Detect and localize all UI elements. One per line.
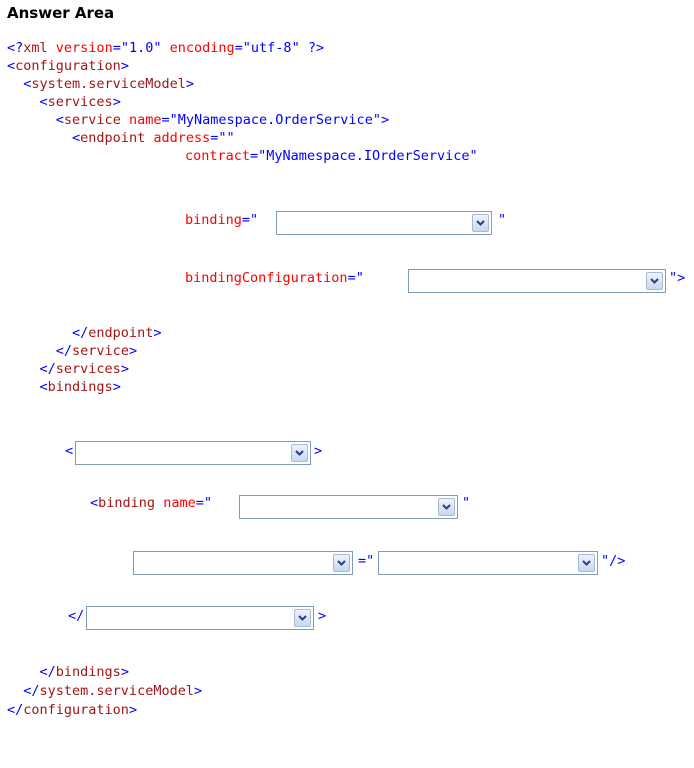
binding-attribute-close-quote: " <box>498 212 507 228</box>
system-servicemodel-close-line: </system.serviceModel> <box>23 683 203 699</box>
binding-type-open-bracket: < <box>65 443 74 459</box>
binding-configuration-attribute-label: bindingConfiguration=" <box>185 270 364 286</box>
configuration-close-line: </configuration> <box>7 702 138 718</box>
binding-type-open-dropdown-button[interactable] <box>291 444 308 462</box>
binding-dropdown-button[interactable] <box>472 214 489 232</box>
chevron-down-icon <box>442 504 451 510</box>
binding-attribute-label: binding=" <box>185 212 259 228</box>
binding-name-dropdown-button[interactable] <box>438 498 455 516</box>
service-close-line: </service> <box>55 343 138 359</box>
chevron-down-icon <box>337 560 346 566</box>
chevron-down-icon <box>582 560 591 566</box>
binding-type-close-close-bracket: > <box>318 608 327 624</box>
binding-self-close: "/> <box>601 553 626 569</box>
binding-configuration-dropdown-button[interactable] <box>646 272 663 290</box>
contract-attribute-line: contract="MyNamespace.IOrderService" <box>185 148 478 164</box>
binding-type-close-open-bracket: </ <box>68 608 85 624</box>
binding-type-close-dropdown-button[interactable] <box>294 609 311 627</box>
endpoint-open-line: <endpoint address="" <box>72 130 235 146</box>
service-open-line: <service name="MyNamespace.OrderService"… <box>55 112 390 128</box>
binding-configuration-dropdown[interactable] <box>408 269 666 293</box>
services-close-line: </services> <box>39 361 129 377</box>
setting-equals: =" <box>358 553 375 569</box>
system-servicemodel-open-line: <system.serviceModel> <box>23 76 194 92</box>
answer-area-heading: Answer Area <box>7 4 115 22</box>
binding-dropdown[interactable] <box>276 211 492 235</box>
binding-type-open-dropdown[interactable] <box>75 441 311 465</box>
bindings-close-line: </bindings> <box>39 664 129 680</box>
services-open-line: <services> <box>39 94 121 110</box>
setting-attribute-dropdown[interactable] <box>133 551 353 575</box>
chevron-down-icon <box>298 615 307 621</box>
setting-attribute-dropdown-button[interactable] <box>333 554 350 572</box>
binding-type-open-close-bracket: > <box>314 443 323 459</box>
bindings-open-line: <bindings> <box>39 379 121 395</box>
endpoint-tag-close: "> <box>669 270 686 286</box>
chevron-down-icon <box>295 450 304 456</box>
binding-name-label: <binding name=" <box>90 495 212 511</box>
setting-value-dropdown-button[interactable] <box>578 554 595 572</box>
binding-name-close-quote: " <box>462 495 471 511</box>
chevron-down-icon <box>476 220 485 226</box>
endpoint-close-line: </endpoint> <box>72 325 162 341</box>
binding-type-close-dropdown[interactable] <box>86 606 314 630</box>
setting-value-dropdown[interactable] <box>378 551 598 575</box>
configuration-open-line: <configuration> <box>7 58 129 74</box>
chevron-down-icon <box>650 278 659 284</box>
xml-declaration-line: <?xml version="1.0" encoding="utf-8" ?> <box>7 40 325 56</box>
binding-name-dropdown[interactable] <box>239 495 458 519</box>
